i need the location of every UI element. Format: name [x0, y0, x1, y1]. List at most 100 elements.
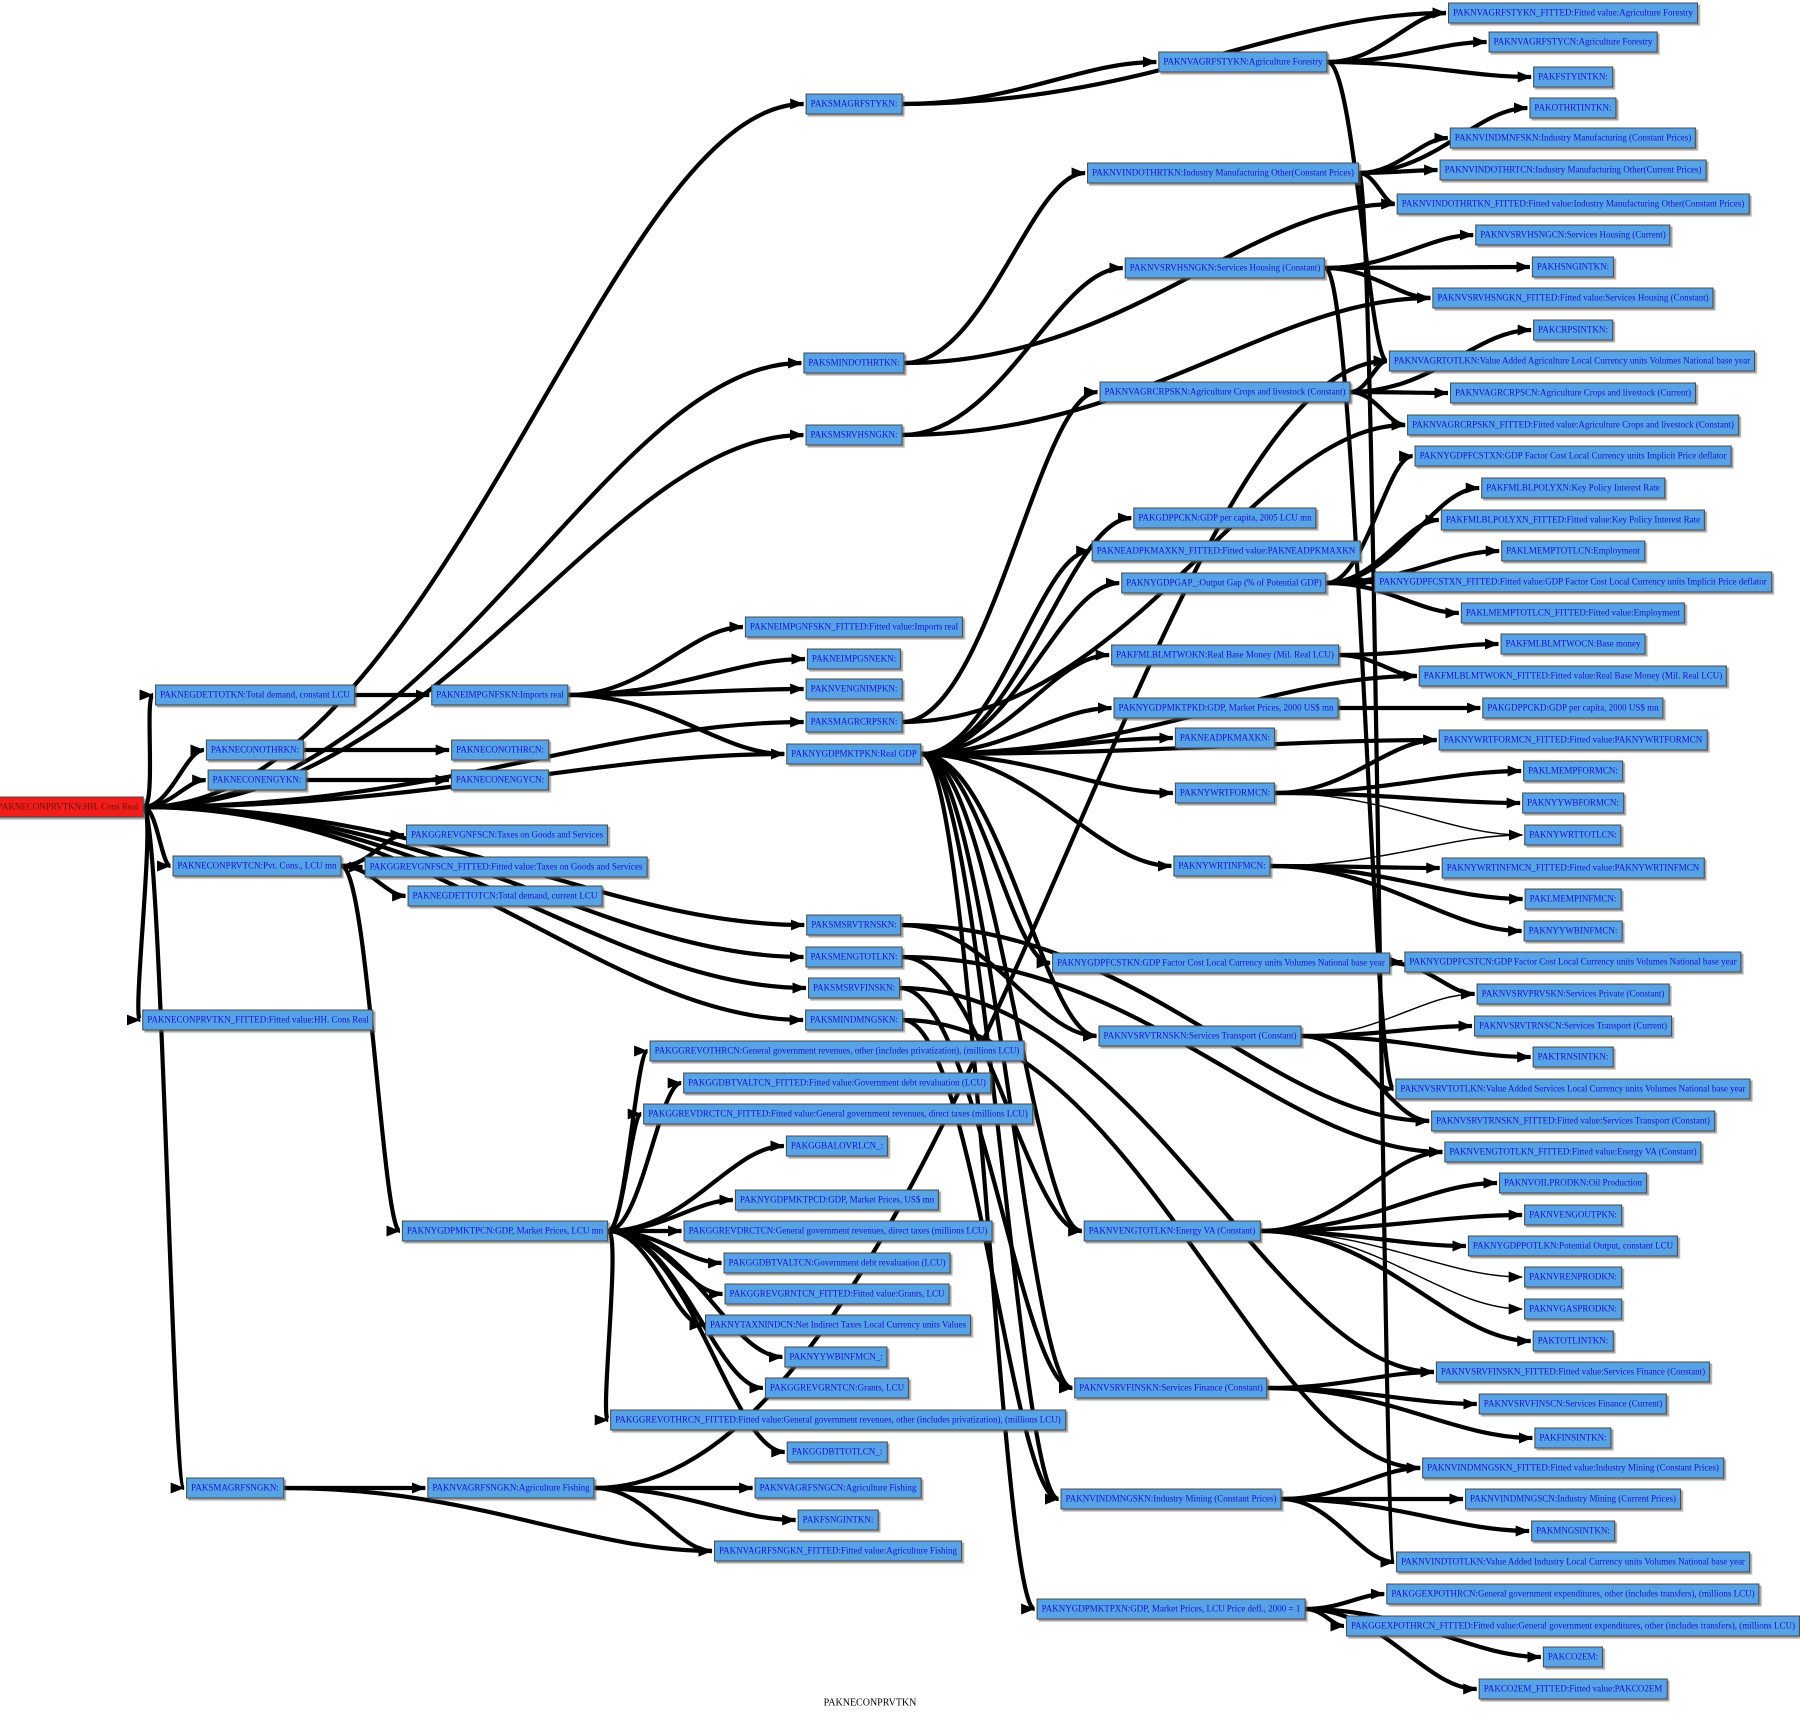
edge-PAKNECONPRVTCN-to-PAKNEGDETTOTCN [341, 863, 407, 902]
node-PAKNVAGRCRPSCN: PAKNVAGRCRPSCN:Agriculture Crops and liv… [1450, 382, 1696, 404]
node-PAKNVAGRCRPSKN: PAKNVAGRCRPSKN:Agriculture Crops and liv… [1099, 381, 1351, 403]
node-PAKNYWRTFORMCN: PAKNYWRTFORMCN: [1174, 782, 1276, 804]
node-PAKSMSRVTRNSKN: PAKSMSRVTRNSKN: [806, 914, 902, 936]
edge-PAKNYGDPMKTPKN-to-PAKFMLBLMTWOKN [921, 649, 1110, 757]
edge-PAKFMLBLMTWOKN-to-PAKFMLBLMTWOCN [1338, 638, 1500, 658]
edge-PAKNYWRTFORMCN-to-PAKNYYWBFORMCN [1275, 790, 1521, 809]
node-PAKGGEXPOTHRCN_FITTED: PAKGGEXPOTHRCN_FITTED:Fitted value:Gener… [1345, 1615, 1800, 1637]
node-PAKHSNGINTKN: PAKHSNGINTKN: [1531, 256, 1615, 278]
edge-PAKNVAGRFSTYKN-to-PAKFSTYINTKN [1327, 59, 1532, 83]
edge-PAKNYGDPMKTPKN-to-PAKNVINDMNGSKN [921, 751, 1060, 1505]
node-PAKNVSRVHSNGCN: PAKNVSRVHSNGCN:Services Housing (Current… [1475, 224, 1671, 246]
edge-PAKNVAGRFSNGKN-to-PAKFSNGINTKN [594, 1485, 797, 1526]
node-PAKSMAGRFSTYKN: PAKSMAGRFSTYKN: [805, 93, 903, 115]
edge-PAKNVSRVHSNGKN-to-PAKNVSRVHSNGKN_FITTED [1325, 265, 1431, 304]
node-PAKFSTYINTKN: PAKFSTYINTKN: [1533, 66, 1613, 88]
node-PAKNVAGRFSNGCN: PAKNVAGRFSNGCN:Agriculture Fishing [754, 1477, 922, 1499]
edge-PAKSMENGTOTLKN-to-PAKNVENGTOTLKN_FITTED [902, 954, 1443, 1158]
edge-PAKNYGDPMKTPKN-to-PAKNVSRVTRNSKN [921, 751, 1098, 1042]
node-PAKFMLBLMTWOKN_FITTED: PAKFMLBLMTWOKN_FITTED:Fitted value:Real … [1418, 665, 1728, 687]
edge-PAKNYWRTINFMCN-to-PAKNYYWBINFMCN [1270, 863, 1523, 937]
node-PAKNVINDMNFSKN: PAKNVINDMNFSKN:Industry Manufacturing (C… [1449, 127, 1697, 149]
node-PAKGGREVOTHRCN: PAKGGREVOTHRCN:General government revenu… [649, 1040, 1025, 1062]
node-PAKNYGDPGAP_: PAKNYGDPGAP_:Output Gap (% of Potential … [1121, 572, 1327, 594]
node-PAKGGDBTTOTLCN_: PAKGGDBTTOTLCN_: [786, 1441, 888, 1463]
node-PAKGGREVGRNTCN_FITTED: PAKGGREVGRNTCN_FITTED:Fitted value:Grant… [724, 1283, 950, 1305]
node-PAKNYWRTINFMCN_FITTED: PAKNYWRTINFMCN_FITTED:Fitted value:PAKNY… [1441, 857, 1705, 879]
node-PAKNVSRVTRNSCN: PAKNVSRVTRNSCN:Services Transport (Curre… [1474, 1015, 1672, 1037]
edge-PAKNVSRVTRNSKN-to-PAKTRNSINTKN [1301, 1033, 1532, 1063]
edge-PAKNYGDPMKTPCN-to-PAKGGREVOTHRCN_FITTED [594, 1228, 615, 1426]
node-PAKTOTLINTKN: PAKTOTLINTKN: [1532, 1330, 1614, 1352]
edge-PAKNECONPRVTKN-to-PAKNECONPRVTKN_FITTED [126, 804, 150, 1026]
node-PAKNVSRVTOTLKN: PAKNVSRVTOTLKN:Value Added Services Loca… [1395, 1078, 1751, 1100]
node-PAKNVAGRFSNGKN: PAKNVAGRFSNGKN:Agriculture Fishing [427, 1477, 595, 1499]
edge-PAKNYGDPMKTPCN-to-PAKGGREVOTHRCN [606, 1045, 650, 1234]
node-PAKNEIMPGNFSKN: PAKNEIMPGNFSKN:Imports real [431, 684, 569, 706]
node-PAKGGREVDRCTCN: PAKGGREVDRCTCN:General government revenu… [683, 1220, 993, 1242]
edge-PAKNYGDPMKTPXN-to-PAKCO2EM_FITTED [1305, 1606, 1478, 1695]
node-PAKNECONENGYKN: PAKNECONENGYKN: [207, 769, 307, 791]
edge-PAKNYGDPMKTPKN-to-PAKNYGDPGAP_ [921, 577, 1120, 757]
edge-PAKNYGDPMKTPCN-to-PAKGGDBTTOTLCN_ [608, 1228, 786, 1458]
node-PAKGGDBTVALTCN: PAKGGDBTVALTCN:Government debt revaluati… [723, 1252, 951, 1274]
node-PAKNVSRVFINSKN_FITTED: PAKNVSRVFINSKN_FITTED:Fitted value:Servi… [1435, 1361, 1711, 1383]
node-PAKNECONOTHRKN: PAKNECONOTHRKN: [205, 739, 305, 761]
edge-PAKNYGDPMKTPKN-to-PAKNEADPKMAXKN_FITTED [921, 545, 1091, 757]
edge-PAKNYGDPMKTPKN-to-PAKNYGDPMKTPXN [920, 751, 1037, 1615]
node-PAKSMAGRFSNGKN: PAKSMAGRFSNGKN: [186, 1477, 284, 1499]
edge-PAKNVENGTOTLKN-to-PAKNVENGTOTLKN_FITTED [1260, 1146, 1443, 1234]
node-PAKCO2EM: PAKCO2EM: [1542, 1646, 1604, 1668]
node-PAKNECONENGYCN: PAKNECONENGYCN: [450, 769, 550, 791]
node-PAKNVINDOTHRTCN: PAKNVINDOTHRTCN:Industry Manufacturing O… [1439, 159, 1707, 181]
edge-PAKNECONPRVTCN-to-PAKNYGDPMKTPCN [340, 863, 402, 1237]
edge-PAKNVSRVTRNSKN-to-PAKNVSRVTRNSKN_FITTED [1301, 1033, 1430, 1127]
edge-PAKNVAGRCRPSKN-to-PAKNVAGRCRPSKN_FITTED [1350, 389, 1406, 431]
node-PAKNEGDETTOTCN: PAKNEGDETTOTCN:Total demand, current LCU [407, 885, 603, 907]
node-PAKNVINDMNGSKN_FITTED: PAKNVINDMNGSKN_FITTED:Fitted value:Indus… [1422, 1457, 1724, 1479]
node-PAKGGREVGRNTCN: PAKGGREVGRNTCN:Grants, LCU [764, 1377, 910, 1399]
node-PAKGGBALOVRLCN_: PAKGGBALOVRLCN_: [785, 1135, 889, 1157]
node-PAKNVAGRFSNGKN_FITTED: PAKNVAGRFSNGKN_FITTED:Fitted value:Agric… [713, 1540, 963, 1562]
edge-PAKSMAGRFSTYKN-to-PAKNVAGRFSTYKN [902, 56, 1157, 107]
node-PAKGGREVGNFSCN: PAKGGREVGNFSCN:Taxes on Goods and Servic… [405, 824, 609, 846]
node-PAKOTHRTINTKN: PAKOTHRTINTKN: [1529, 97, 1617, 119]
node-PAKLMEMPINFMCN: PAKLMEMPINFMCN: [1524, 888, 1622, 910]
node-PAKSMINDMNGSKN: PAKSMINDMNGSKN: [805, 1009, 903, 1031]
node-PAKGGREVDRCTCN_FITTED: PAKGGREVDRCTCN_FITTED:Fitted value:Gener… [643, 1103, 1033, 1125]
node-PAKGGEXPOTHRCN: PAKGGEXPOTHRCN:General government expend… [1386, 1583, 1760, 1605]
edge-PAKNVENGTOTLKN-to-PAKTOTLINTKN [1260, 1228, 1532, 1347]
edge-PAKSMSRVHSNGKN-to-PAKNVSRVHSNGKN [902, 262, 1124, 438]
node-PAKNECONPRVTKN: PAKNECONPRVTKN:HH. Cons Real [0, 796, 144, 818]
node-PAKNEADPKMAXKN: PAKNEADPKMAXKN: [1174, 727, 1276, 749]
node-PAKSMENGTOTLKN: PAKSMENGTOTLKN: [805, 946, 903, 968]
edge-PAKNECONPRVTKN-to-PAKSMAGRFSNGKN [141, 804, 187, 1493]
edge-PAKNYGDPMKTPKN-to-PAKNVSRVFINSKN [921, 751, 1074, 1394]
edge-PAKNYGDPMKTPXN-to-PAKGGEXPOTHRCN [1305, 1588, 1385, 1612]
node-PAKNYGDPFCSTXN: PAKNYGDPFCSTXN:GDP Factor Cost Local Cur… [1414, 445, 1732, 467]
edge-PAKNYGDPMKTPCN-to-PAKGGBALOVRLCN_ [608, 1140, 785, 1234]
node-PAKGDPPCKD: PAKGDPPCKD:GDP per capita, 2000 US$ mn [1482, 697, 1664, 719]
node-PAKNVINDOTHRTKN: PAKNVINDOTHRTKN:Industry Manufacturing O… [1087, 162, 1359, 184]
edge-PAKNVSRVHSNGKN-to-PAKHSNGINTKN [1325, 261, 1531, 273]
node-PAKNVGASPRODKN: PAKNVGASPRODKN: [1524, 1298, 1622, 1320]
node-PAKNVSRVTRNSKN: PAKNVSRVTRNSKN:Services Transport (Const… [1098, 1025, 1302, 1047]
node-PAKGGDBTVALTCN_FITTED: PAKGGDBTVALTCN_FITTED:Fitted value:Gover… [683, 1072, 991, 1094]
node-PAKNVAGRFSTYKN_FITTED: PAKNVAGRFSTYKN_FITTED:Fitted value:Agric… [1448, 2, 1698, 24]
graph-caption: PAKNECONPRVTKN [823, 1697, 917, 1709]
node-PAKNVSRVFINSCN: PAKNVSRVFINSCN:Services Finance (Current… [1478, 1393, 1668, 1415]
node-PAKSMAGRCRPSKN: PAKSMAGRCRPSKN: [805, 711, 903, 733]
edge-PAKNVAGRFSTYKN-to-PAKNVAGRTOTLKN [1326, 59, 1389, 367]
node-PAKNVSRVPRVSKN: PAKNVSRVPRVSKN:Services Private (Constan… [1476, 983, 1670, 1005]
node-PAKNVSRVTRNSKN_FITTED: PAKNVSRVTRNSKN_FITTED:Fitted value:Servi… [1431, 1110, 1715, 1132]
node-PAKNECONOTHRCN: PAKNECONOTHRCN: [451, 739, 549, 761]
edge-PAKNYGDPGAP_-to-PAKLMEMPTOTLCN_FITTED [1326, 580, 1460, 619]
node-PAKNVOILPRODKN: PAKNVOILPRODKN:Oil Production [1499, 1172, 1647, 1194]
node-PAKFINSINTKN: PAKFINSINTKN: [1534, 1427, 1612, 1449]
edge-PAKSMSRVTRNSKN-to-PAKNVSRVTRNSKN_FITTED [901, 922, 1430, 1127]
node-PAKCO2EM_FITTED: PAKCO2EM_FITTED:Fitted value:PAKCO2EM [1478, 1678, 1668, 1700]
node-PAKNVAGRFSTYKN: PAKNVAGRFSTYKN:Agriculture Forestry [1158, 51, 1328, 73]
edge-PAKSMSRVFINSKN-to-PAKNVSRVFINSKN [899, 985, 1073, 1394]
node-PAKLMEMPFORMCN: PAKLMEMPFORMCN: [1523, 760, 1623, 782]
